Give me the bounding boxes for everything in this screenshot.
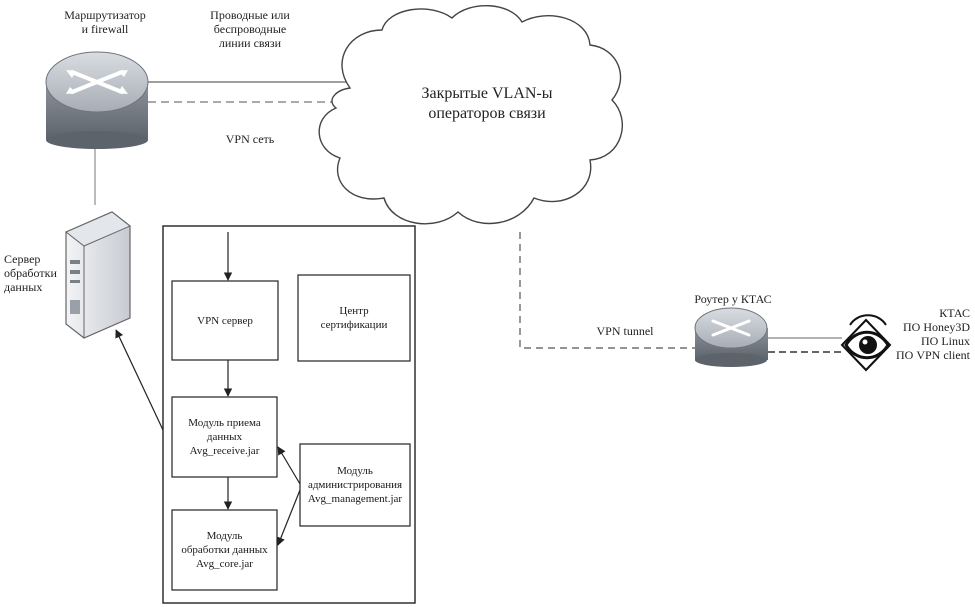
cert-center-line2: сертификации	[320, 319, 388, 331]
admin-module-line2: администрирования	[307, 479, 403, 491]
receive-module-line2: данных	[206, 431, 243, 443]
cloud-label-line1: Закрытые VLAN-ы	[421, 85, 553, 102]
admin-module-line3: Avg_management.jar	[307, 493, 403, 505]
vpn-server-text: VPN сервер	[172, 281, 278, 360]
server-icon	[65, 211, 131, 339]
process-module-line3: Avg_core.jar	[196, 558, 253, 570]
ktas-label-line3: ПО Linux	[921, 334, 970, 348]
receive-module-text: Модуль приема данных Avg_receive.jar	[172, 397, 277, 477]
main-router-label: Маршрутизатор и firewall	[40, 8, 170, 36]
server-label-line3: данных	[4, 280, 43, 294]
system-box	[162, 225, 416, 604]
ktas-label-line1: КТАС	[939, 306, 970, 320]
cert-center-text: Центр сертификации	[298, 275, 410, 361]
links-label-line2: беспроводные	[213, 22, 287, 36]
vpn-net-label: VPN сеть	[225, 132, 275, 146]
arrow-admin-process	[276, 489, 301, 546]
server-label: Сервер обработки данных	[4, 252, 64, 294]
receive-module-box	[171, 396, 278, 478]
cloud-label: Закрытые VLAN-ы операторов связи	[392, 84, 582, 124]
admin-module-text: Модуль администрирования Avg_management.…	[300, 444, 410, 526]
ktas-label-line4: ПО VPN client	[896, 348, 970, 362]
process-module-text: Модуль обработки данных Avg_core.jar	[172, 510, 277, 590]
main-router-label-line2: и firewall	[81, 22, 129, 36]
main-router-icon	[45, 51, 149, 149]
admin-module-box	[299, 443, 411, 527]
process-module-line1: Модуль	[206, 530, 243, 542]
vpn-server-title: VPN сервер	[197, 314, 253, 327]
server-label-line2: обработки	[4, 266, 57, 280]
links-label: Проводные или беспроводные линии связи	[190, 8, 310, 50]
server-label-line1: Сервер	[4, 252, 41, 266]
receive-module-line1: Модуль приема	[188, 417, 261, 429]
cloud-label-line2: операторов связи	[428, 105, 546, 122]
ktas-label: КТАС ПО Honey3D ПО Linux ПО VPN client	[880, 306, 970, 362]
cloud-shape	[318, 5, 623, 225]
vpn-tunnel-label: VPN tunnel	[596, 324, 654, 338]
admin-module-line1: Модуль	[337, 465, 373, 477]
arrow-box-server	[115, 329, 164, 431]
process-module-line2: обработки данных	[181, 544, 268, 556]
arrow-admin-receive	[277, 446, 301, 485]
vpn-server-box	[171, 280, 279, 361]
process-module-box	[171, 509, 278, 591]
cert-center-line1: Центр	[339, 305, 369, 317]
main-router-label-line1: Маршрутизатор	[64, 8, 146, 22]
ktas-label-line2: ПО Honey3D	[903, 320, 970, 334]
eye-icon	[840, 314, 892, 372]
cert-center-box	[297, 274, 411, 362]
links-label-line1: Проводные или	[210, 8, 290, 22]
remote-router-label: Роутер у КТАС	[694, 292, 772, 306]
vpn-tunnel-line	[519, 232, 695, 349]
links-label-line3: линии связи	[218, 36, 282, 50]
receive-module-line3: Avg_receive.jar	[189, 445, 260, 457]
remote-router-icon	[694, 307, 768, 367]
